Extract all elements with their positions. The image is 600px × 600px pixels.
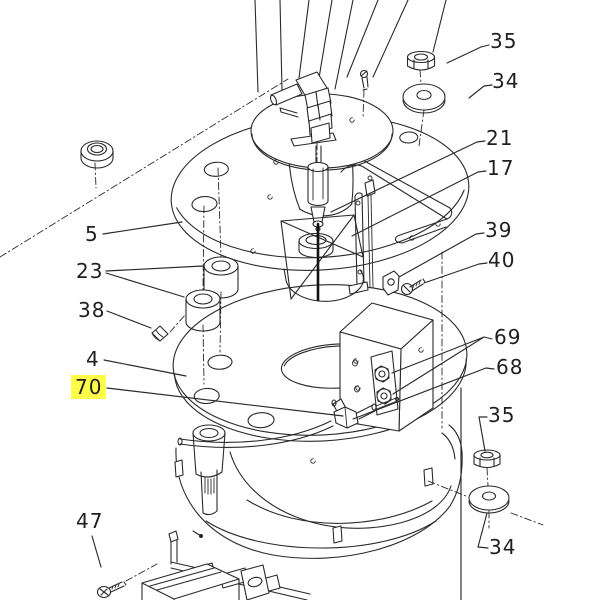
electrode: [364, 175, 376, 289]
cutoff-leader-lines: [254, 0, 447, 93]
bottom-bracket-assembly: [141, 530, 311, 600]
reference-marks: [250, 117, 441, 464]
callout-label-21: 21: [486, 126, 514, 150]
elbow-fitting: [269, 71, 333, 144]
cap-pin: [279, 107, 299, 118]
hex-nut-35-bottom: [473, 449, 501, 469]
bowl-housing: [174, 424, 463, 559]
callout-label-4: 4: [86, 347, 100, 371]
callout-label-39: 39: [485, 218, 513, 242]
plate-5: [170, 112, 470, 271]
standpipe: [192, 424, 226, 516]
bowl-tab: [332, 525, 343, 544]
hex-nut-35-top: [406, 50, 436, 71]
screw-47: [96, 581, 127, 599]
callout-label-38: 38: [78, 298, 106, 322]
fuel-line-70: [177, 396, 400, 448]
callout-label-34-top: 34: [492, 69, 520, 93]
bowl-tab: [174, 459, 184, 478]
bowl-tab: [423, 467, 434, 487]
grommet-bushing: [80, 140, 114, 169]
roll-pin-38: [151, 325, 169, 342]
callout-label-35-top: 35: [490, 29, 518, 53]
top-cap-assembly: [250, 69, 394, 171]
side-mount-plate: [240, 564, 270, 600]
callout-label-17: 17: [487, 156, 515, 180]
cap-screw: [359, 69, 369, 91]
callout-label-40: 40: [488, 248, 516, 272]
clip-bracket-39: [382, 270, 400, 296]
callout-label-47: 47: [76, 509, 104, 533]
callout-label-23: 23: [76, 259, 104, 283]
flat-washer-34-top: [402, 83, 446, 114]
callout-label-69: 69: [494, 325, 522, 349]
callout-label-35-bottom: 35: [488, 403, 516, 427]
callout-label-5: 5: [85, 222, 99, 246]
valve-block: [331, 302, 434, 432]
leader-lines: [91, 44, 495, 600]
callout-label-68: 68: [496, 355, 524, 379]
callout-label-70-highlighted: 70: [71, 375, 107, 399]
screw-40: [400, 278, 426, 296]
flat-washer-34-bottom: [468, 485, 510, 514]
centerlines: [0, 69, 544, 582]
nozzle: [310, 206, 326, 223]
spreader-frame: [280, 214, 364, 302]
fitting-69-lower: [376, 387, 392, 405]
transformer-box: [141, 563, 240, 600]
fitting-69-upper: [374, 365, 390, 383]
callout-label-34-bottom: 34: [489, 535, 517, 559]
